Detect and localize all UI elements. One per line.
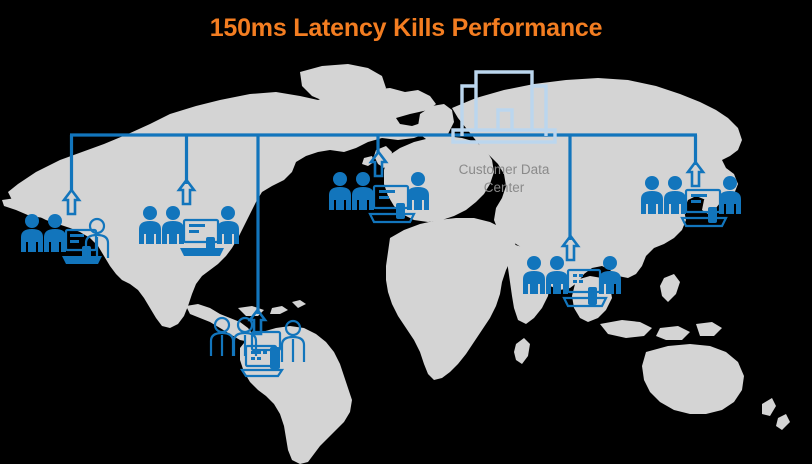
land-north-america	[8, 88, 436, 328]
land-philippines	[660, 274, 680, 302]
land-australia	[642, 344, 744, 414]
datacenter-label-line2: Center	[484, 180, 525, 195]
site-east-asia[interactable]	[641, 159, 741, 228]
map-svg: Customer Data Center	[2, 64, 790, 464]
datacenter-label-line1: Customer Data	[459, 162, 550, 177]
arrow-up-icon	[560, 233, 581, 262]
landmasses	[2, 64, 790, 464]
land-scandinavia	[418, 104, 454, 142]
land-alaska	[2, 198, 50, 218]
arrow-up-icon	[176, 177, 197, 206]
building-icon	[451, 70, 557, 144]
site-east-us[interactable]	[139, 177, 239, 256]
people-group-icon	[139, 206, 239, 256]
land-caribbean	[238, 300, 306, 316]
land-japan	[702, 180, 728, 214]
land-madagascar	[514, 338, 530, 364]
land-new-zealand	[762, 398, 790, 430]
site-europe[interactable]	[329, 149, 429, 224]
people-group-icon	[523, 256, 621, 308]
people-group-icon	[329, 172, 429, 224]
arrow-up-icon	[685, 159, 706, 188]
arrow-up-icon	[368, 149, 389, 178]
site-west-us[interactable]	[21, 187, 110, 264]
land-greenland	[300, 64, 386, 106]
land-south-america	[240, 326, 352, 464]
people-group-icon	[209, 316, 306, 378]
page-title: 150ms Latency Kills Performance	[209, 14, 603, 42]
world-map-diagram: Customer Data Center	[0, 52, 812, 464]
customer-data-center[interactable]: Customer Data Center	[451, 70, 557, 195]
land-africa	[386, 218, 516, 380]
people-group-icon	[641, 176, 741, 228]
land-indonesia	[600, 320, 722, 340]
site-south-asia[interactable]	[523, 233, 621, 308]
site-south-america[interactable]	[209, 307, 306, 378]
people-group-icon	[21, 214, 110, 264]
arrow-up-icon	[61, 187, 82, 216]
land-central-america	[186, 304, 254, 342]
